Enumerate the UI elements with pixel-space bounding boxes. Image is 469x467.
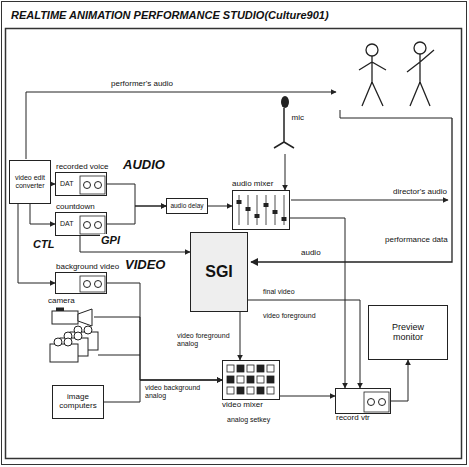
signal-arrow: [107, 184, 166, 206]
camera-symbol: [48, 307, 94, 327]
projector-wire: [98, 355, 140, 356]
performers: [359, 42, 434, 106]
deck-symbol: [336, 389, 392, 415]
delay-box: audio delay: [166, 198, 208, 214]
signal-arrow: [290, 218, 345, 388]
video-deck: background video: [55, 272, 107, 294]
signal-label: director's audio: [392, 188, 448, 197]
signal-arrow: [391, 360, 408, 401]
preview-monitor: Preview monitor: [368, 305, 448, 360]
signal-arrow: [285, 154, 286, 190]
node-heading: countdown: [56, 202, 95, 213]
signal-arrow: [94, 317, 222, 380]
directors-audio-line: [291, 200, 448, 201]
inner-frame: [6, 29, 462, 459]
camera: camera: [48, 307, 94, 327]
node-text: image computers: [53, 393, 103, 411]
signal-arrow: [104, 380, 222, 402]
performers-audio-line: [26, 92, 336, 159]
signal-arrow: [80, 236, 190, 252]
signal-label: VIDEO: [124, 258, 166, 272]
signal-arrow: [30, 204, 55, 224]
computer-box: image computers: [52, 385, 104, 419]
signal-label: video background analog: [144, 384, 212, 399]
vmixer-symbol: [222, 360, 280, 400]
deck-symbol: [56, 273, 108, 295]
node-text: mic: [292, 114, 304, 123]
signal-label: video foreground: [262, 312, 317, 320]
node-text: DAT: [60, 220, 73, 228]
audio-mixer: audio mixer: [232, 190, 290, 230]
signal-arrow: [208, 206, 232, 207]
signal-label: GPI: [100, 234, 121, 246]
edge-label: final video: [262, 288, 296, 296]
node-heading: recorded voice: [56, 162, 108, 173]
diagram-title: REALTIME ANIMATION PERFORMANCE STUDIO(Cu…: [10, 9, 330, 21]
signal-label: CTL: [32, 238, 55, 250]
record-vtr: record vtr: [335, 388, 391, 414]
signal-label: audio: [300, 249, 322, 258]
signal-label: performance data: [384, 236, 449, 245]
node-text: DAT: [60, 180, 73, 188]
edge-label: video foreground analog: [176, 332, 236, 347]
node-text: SGI: [205, 263, 233, 281]
node-text: audio delay: [170, 202, 203, 209]
mixer-symbol: [232, 190, 290, 230]
sgi-computer: SGI: [190, 232, 248, 312]
microphone: mic: [264, 96, 304, 154]
node-heading: camera: [48, 296, 75, 307]
video-mixer: video mixer: [222, 360, 280, 400]
mic-symbol: [264, 96, 304, 154]
dat-deck: countdownDAT: [55, 212, 107, 236]
node-text: Preview monitor: [384, 323, 432, 343]
film-projectors: [50, 326, 98, 362]
signal-label: performer's audio: [110, 80, 174, 89]
node-text: video edit converter: [10, 174, 50, 189]
dat-deck: recorded voiceDAT: [55, 172, 107, 196]
signal-label: analog setkey: [226, 416, 271, 424]
signal-arrow: [280, 396, 335, 397]
node-heading: background video: [56, 262, 119, 273]
node-heading: audio mixer: [232, 179, 273, 190]
node-heading: record vtr: [336, 413, 370, 424]
converter-box: video edit converter: [9, 160, 51, 204]
node-heading: video mixer: [222, 400, 263, 411]
stage-bracket: [340, 110, 452, 118]
signal-arrow: [18, 204, 55, 283]
signal-arrow: [107, 206, 166, 224]
signal-arrow: [240, 312, 241, 360]
signal-label: AUDIO: [122, 158, 166, 172]
